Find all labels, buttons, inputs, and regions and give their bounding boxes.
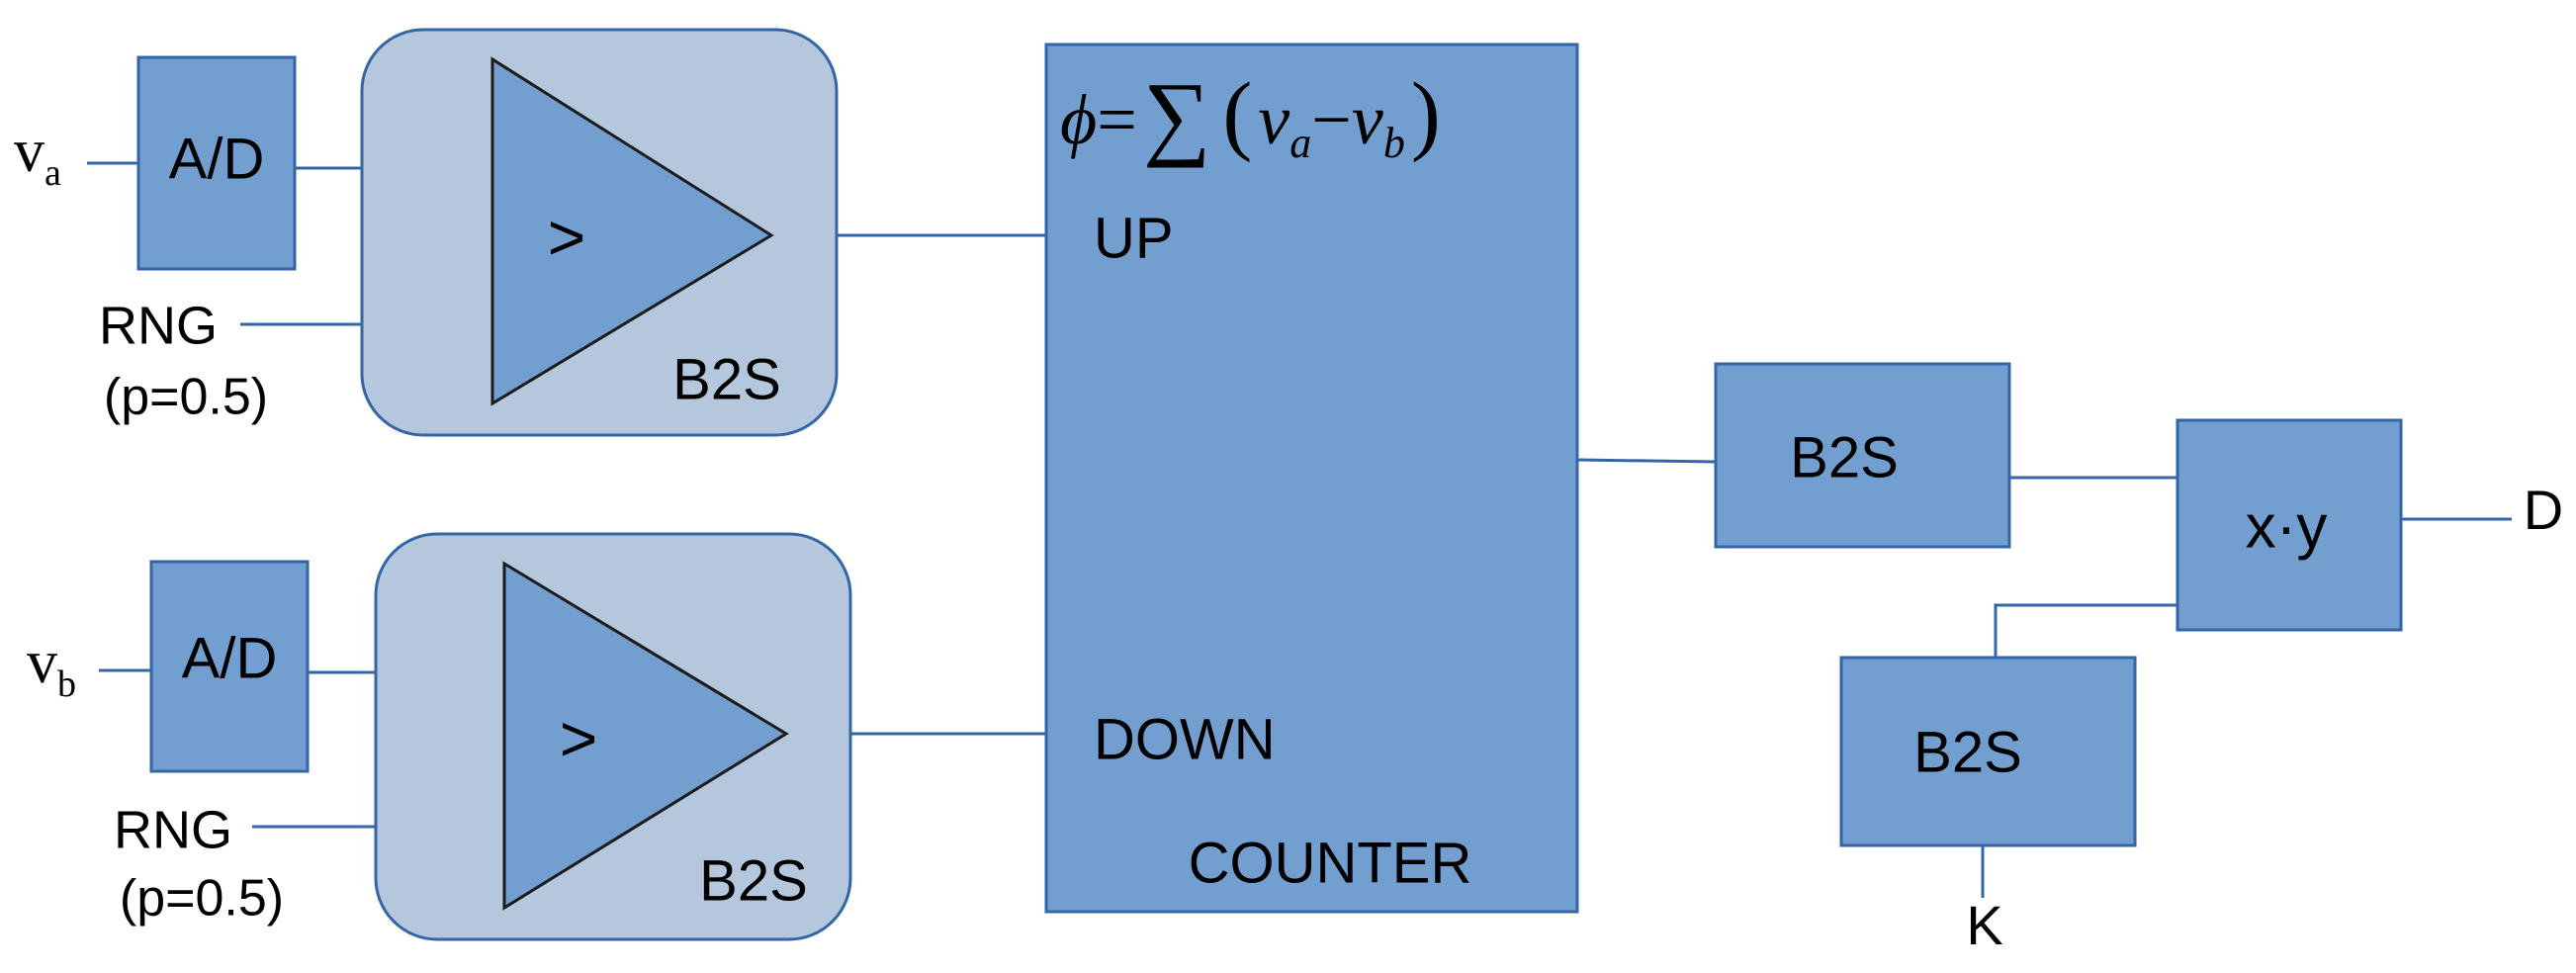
wire-counter-to-b2s (1576, 458, 1717, 464)
multiplier-label: x·y (2246, 492, 2328, 561)
rng-param-top: (p=0.5) (104, 369, 268, 426)
comparator-symbol-bottom: > (560, 701, 598, 774)
adc-label-top: A/D (169, 127, 265, 191)
b2s-block-middle (1714, 362, 2011, 549)
counter-block (1044, 43, 1579, 914)
adc-block-bottom (149, 560, 310, 773)
rng-label-bottom: RNG (114, 800, 232, 859)
b2s-label-middle: B2S (1790, 425, 1899, 489)
multiplier-block (2176, 418, 2403, 632)
b2s-block-k (1839, 656, 2137, 847)
rng-param-bottom: (p=0.5) (120, 870, 284, 928)
b2s-group-label-bottom: B2S (699, 848, 808, 913)
b2s-group-label-top: B2S (672, 347, 781, 411)
constant-k-label: K (1966, 894, 2002, 956)
output-d-label: D (2524, 479, 2563, 541)
comparator-symbol-top: > (548, 200, 586, 273)
comparator-triangle-bottom (502, 561, 789, 911)
counter-up-label: UP (1094, 206, 1174, 270)
comparator-triangle-top (490, 56, 774, 406)
adc-label-bottom: A/D (182, 626, 278, 690)
input-va-label: va (14, 118, 61, 194)
input-vb-label: vb (27, 629, 76, 705)
b2s-label-k: B2S (1913, 720, 2022, 784)
counter-down-label: DOWN (1094, 707, 1276, 771)
adc-block-top (136, 55, 297, 271)
counter-formula: ϕ=∑(va−vb) (1060, 62, 1441, 168)
counter-name-label: COUNTER (1189, 831, 1472, 895)
wire-b2s-k-to-multiplier (1994, 603, 2177, 658)
rng-label-top: RNG (99, 296, 218, 355)
